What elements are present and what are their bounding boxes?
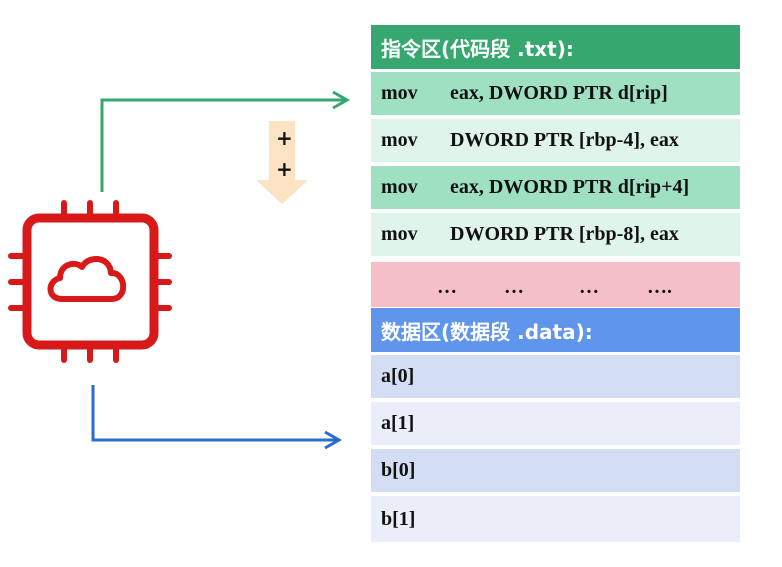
- instruction-args: eax, DWORD PTR d[rip]: [450, 82, 668, 104]
- ellipsis-mark: …: [437, 276, 457, 298]
- instruction-op: mov: [381, 176, 418, 198]
- instruction-row: mov eax, DWORD PTR d[rip]: [371, 72, 740, 115]
- instruction-op: mov: [381, 82, 418, 104]
- instruction-args: DWORD PTR [rbp-4], eax: [450, 129, 679, 151]
- ellipsis-mark: ….: [647, 276, 672, 298]
- instruction-row: mov DWORD PTR [rbp-8], eax: [371, 213, 740, 256]
- instruction-op: mov: [381, 223, 418, 245]
- ellipsis-mark: …: [504, 276, 524, 298]
- ellipsis-row: … … … ….: [371, 262, 740, 307]
- code-fetch-arrow: [100, 90, 351, 192]
- data-row: a[1]: [371, 402, 740, 445]
- increment-arrow: [256, 121, 308, 204]
- instruction-row: mov DWORD PTR [rbp-4], eax: [371, 119, 740, 162]
- increment-symbol: +: [276, 126, 293, 150]
- data-access-arrow: [91, 385, 343, 450]
- cpu-chip-cloud-icon: [8, 200, 172, 363]
- data-section-header: 数据区(数据段 .data):: [371, 308, 740, 352]
- instruction-args: DWORD PTR [rbp-8], eax: [450, 223, 679, 245]
- data-row: b[1]: [371, 496, 740, 542]
- data-row: a[0]: [371, 355, 740, 398]
- instruction-args: eax, DWORD PTR d[rip+4]: [450, 176, 690, 198]
- data-section: 数据区(数据段 .data): a[0] a[1] b[0] b[1]: [371, 308, 740, 542]
- increment-symbol: +: [276, 157, 293, 181]
- instruction-op: mov: [381, 129, 418, 151]
- code-section-header: 指令区(代码段 .txt):: [371, 25, 740, 69]
- ellipsis-mark: …: [579, 276, 599, 298]
- data-row: b[0]: [371, 449, 740, 492]
- instruction-row: mov eax, DWORD PTR d[rip+4]: [371, 166, 740, 209]
- code-section: 指令区(代码段 .txt): mov eax, DWORD PTR d[rip]…: [371, 25, 740, 307]
